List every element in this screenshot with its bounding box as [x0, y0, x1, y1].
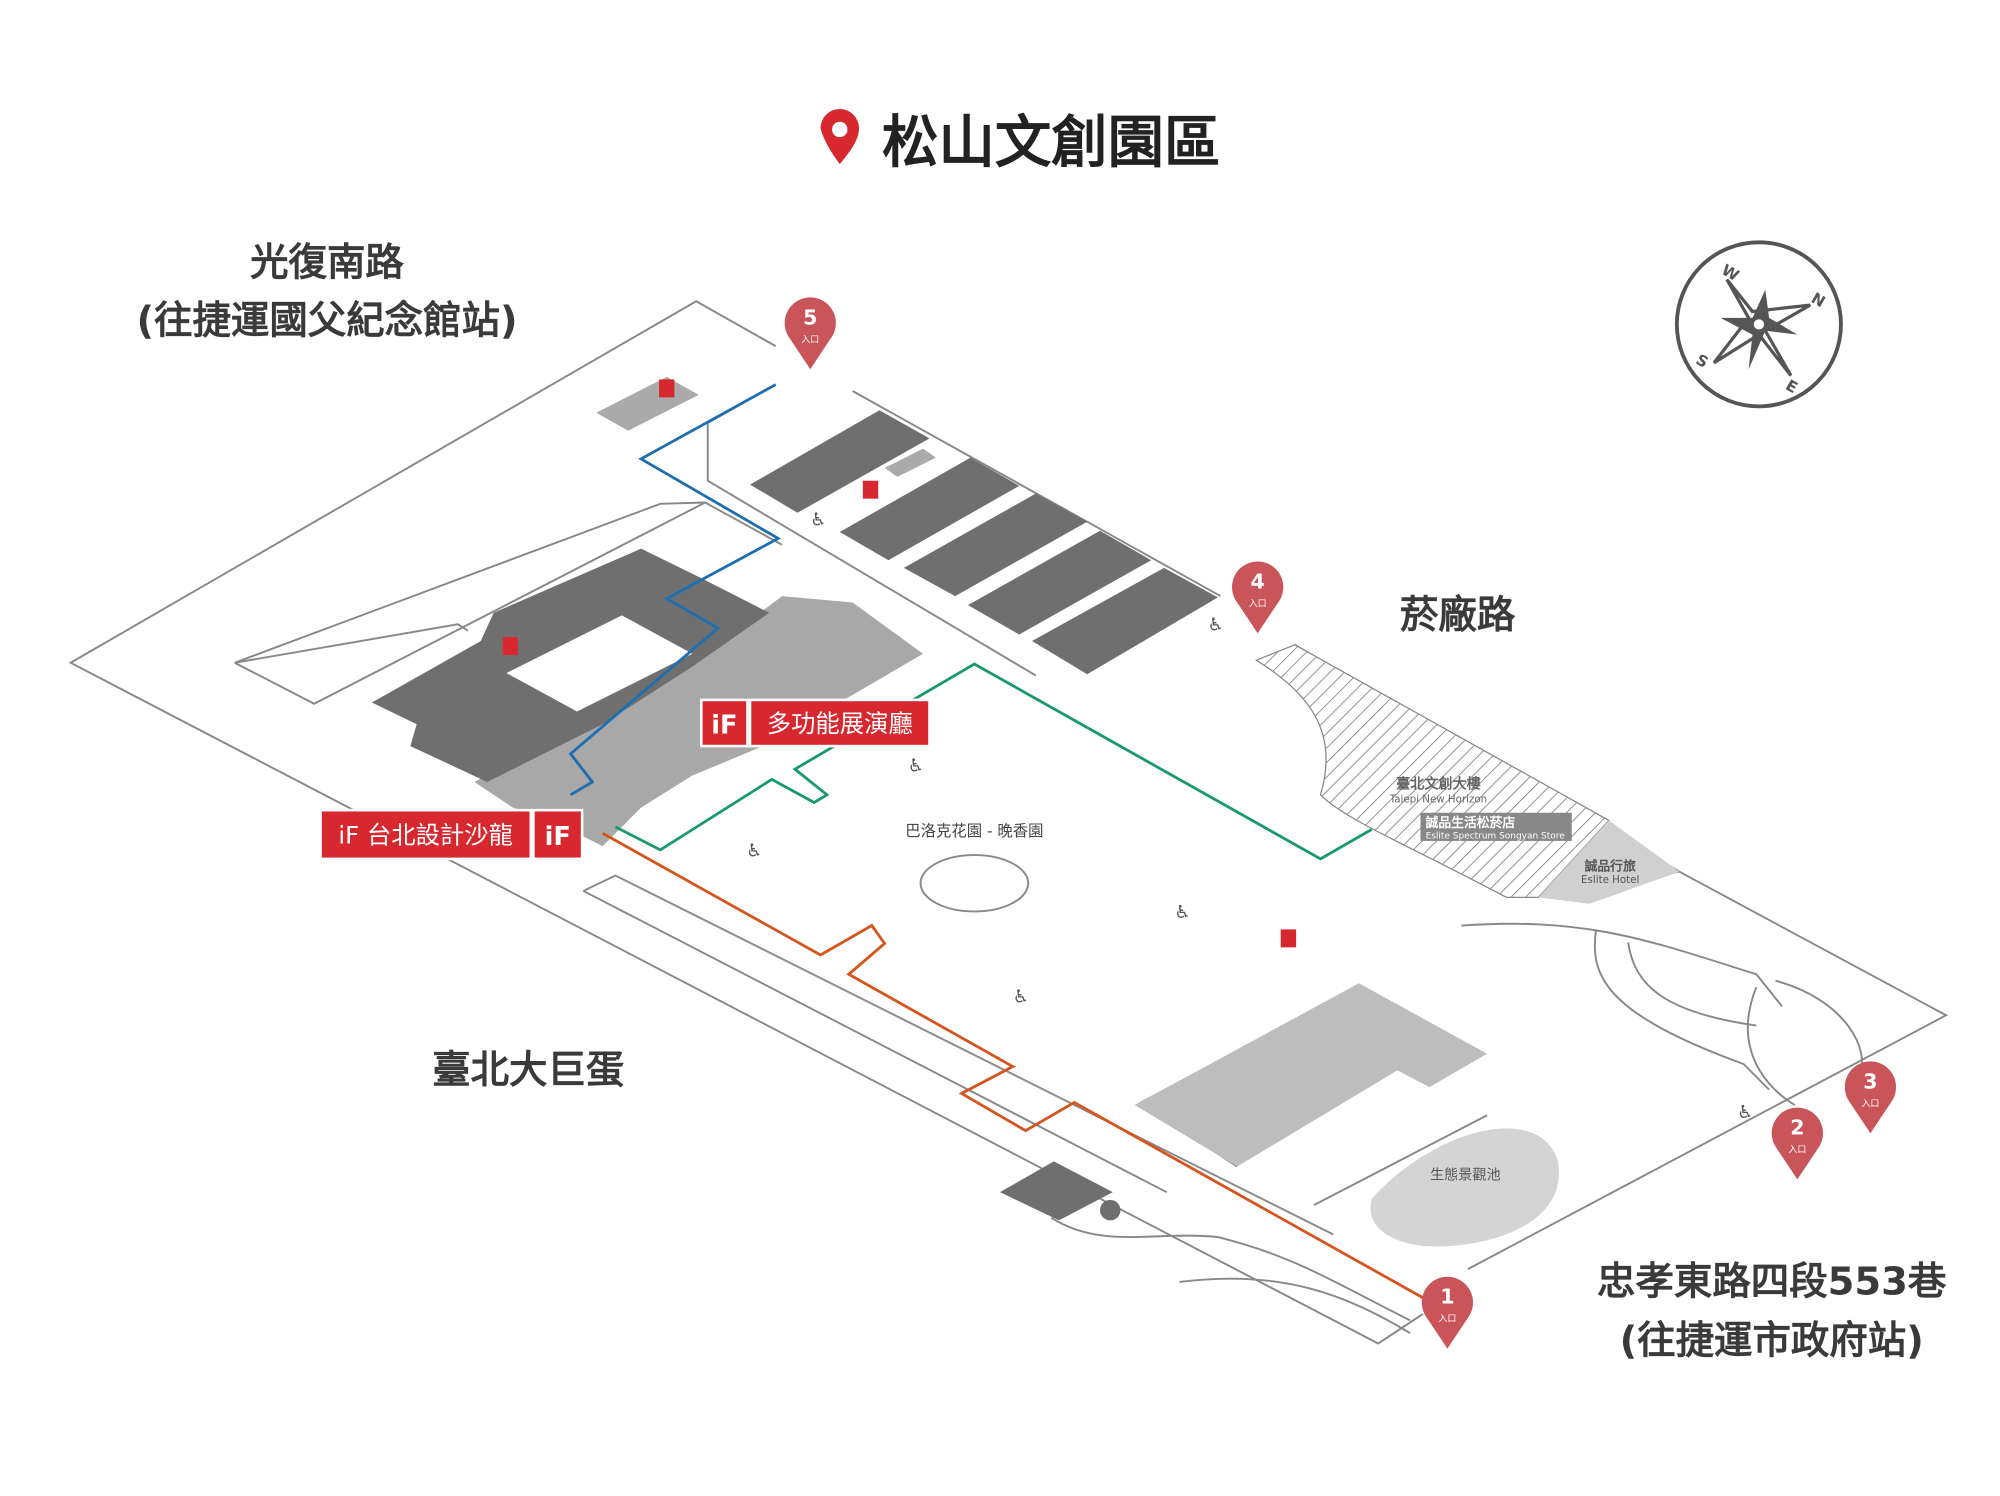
entrance-label: 入口 [801, 335, 819, 345]
main-warehouse [371, 548, 770, 782]
entrance-1[interactable]: 1 入口 [1421, 1276, 1474, 1349]
road-south-name: 忠孝東路四段553巷 [1597, 1260, 1947, 1305]
new-horizon-label-en: Taiepi New Horizon [1389, 793, 1487, 805]
route-orange [601, 832, 1437, 1307]
parking-blocks [750, 410, 1218, 675]
aed-icon [502, 379, 1297, 948]
page-title: 松山文創園區 [882, 111, 1220, 176]
svg-text:♿: ♿ [1737, 1102, 1753, 1123]
eslite-hotel-label-en: Eslite Hotel [1581, 874, 1639, 886]
compass-w: W [1718, 261, 1742, 285]
small-building [596, 376, 699, 431]
route-blue [568, 383, 782, 797]
compass-e: E [1783, 376, 1801, 397]
svg-text:♿: ♿ [746, 840, 762, 861]
eslite-store-label-zh: 誠品生活松菸店 [1426, 815, 1516, 831]
entrance-number: 1 [1440, 1285, 1454, 1309]
entrance-3[interactable]: 3 入口 [1844, 1061, 1897, 1134]
restroom-block [884, 448, 936, 477]
site-outline [68, 300, 1949, 1345]
eslite-hotel-label-zh: 誠品行旅 [1585, 858, 1636, 874]
entrance-number: 4 [1251, 569, 1265, 593]
svg-text:♿: ♿ [810, 510, 826, 531]
if-logo: iF [545, 822, 571, 852]
entrance-label: 入口 [1438, 1315, 1456, 1325]
route-green [614, 662, 1373, 861]
road-north-name: 光復南路 [250, 241, 404, 286]
entrance-5[interactable]: 5 入口 [784, 297, 836, 370]
entrance-4[interactable]: 4 入口 [1232, 561, 1284, 634]
entrance-number: 2 [1790, 1115, 1804, 1139]
compass-n: N [1808, 289, 1828, 311]
new-horizon-building [1254, 644, 1610, 898]
gate-building [1000, 1161, 1113, 1221]
svg-text:♿: ♿ [908, 756, 924, 777]
entrance-number: 5 [803, 305, 817, 329]
entrance-label: 入口 [1249, 599, 1267, 609]
south-building [1134, 983, 1488, 1167]
road-north-direction: (往捷運國父紀念館站) [136, 298, 517, 343]
svg-text:♿: ♿ [1174, 902, 1190, 923]
road-south-direction: (往捷運市政府站) [1620, 1319, 1924, 1364]
eslite-hotel-building [1538, 820, 1680, 904]
multi-hall-label[interactable]: iF 多功能展演廳 [700, 698, 931, 748]
eslite-store-label-en: Eslite Spectrum Songyan Store [1426, 831, 1566, 841]
compass-icon: W N S E [1674, 240, 1843, 409]
title-pin-icon [820, 108, 859, 165]
if-logo: iF [711, 710, 737, 740]
garden-label: 巴洛克花園 - 晚香園 [905, 822, 1043, 840]
svg-text:♿: ♿ [1013, 986, 1029, 1007]
garden-fountain [919, 854, 1030, 913]
entrance-label: 入口 [1788, 1145, 1806, 1155]
gate-kiosk [1099, 1199, 1121, 1221]
entrance-2[interactable]: 2 入口 [1771, 1107, 1823, 1180]
road-east-name: 菸廠路 [1400, 593, 1516, 638]
if-salon-name: iF 台北設計沙龍 [338, 821, 513, 850]
landmark-dome: 臺北大巨蛋 [432, 1048, 625, 1093]
if-salon-label[interactable]: iF 台北設計沙龍 iF [319, 808, 584, 861]
eco-pond [1370, 1128, 1559, 1247]
corridor-building [474, 596, 924, 847]
compass-s: S [1693, 351, 1712, 372]
multi-hall-name: 多功能展演廳 [767, 709, 913, 738]
entrance-label: 入口 [1861, 1099, 1879, 1109]
eslite-store-tag [1420, 812, 1572, 841]
eco-pond-label: 生態景觀池 [1430, 1167, 1500, 1183]
entrance-number: 3 [1863, 1069, 1877, 1093]
wheelchair-icon: ♿ ♿ ♿ ♿ ♿ ♿ ♿ [746, 510, 1753, 1123]
svg-text:♿: ♿ [1208, 615, 1224, 636]
new-horizon-label-zh: 臺北文創大樓 [1396, 775, 1481, 792]
